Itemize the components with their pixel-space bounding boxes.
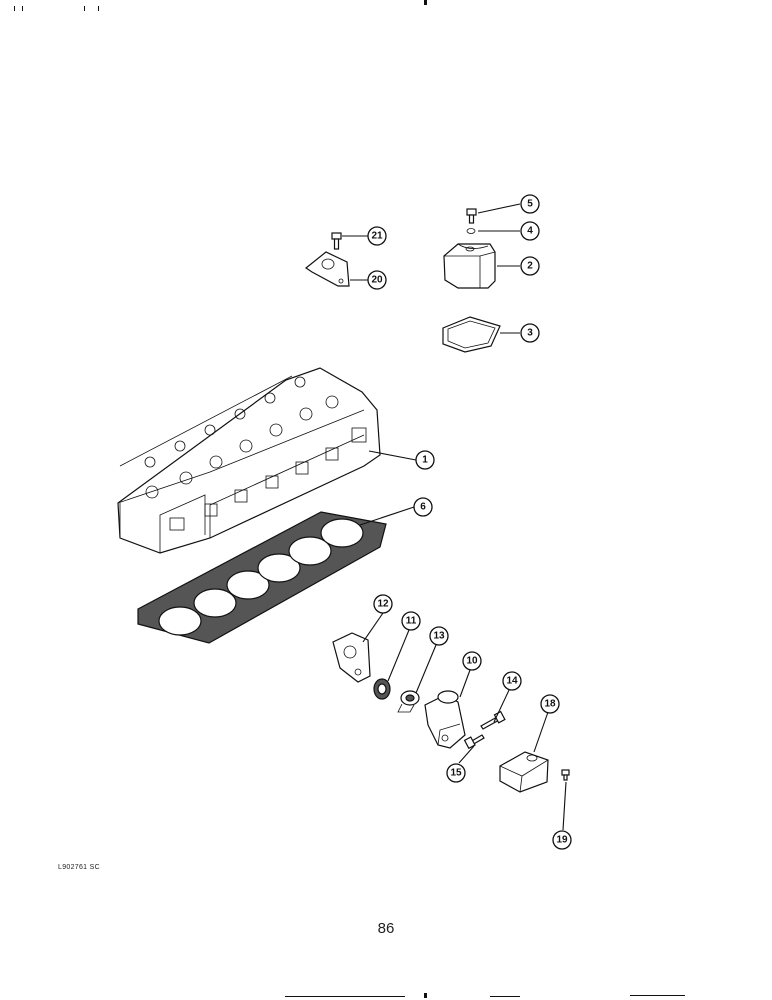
callout-2-label: 2 xyxy=(527,261,533,272)
callout-5: 5 xyxy=(520,194,540,214)
bracket-18-drawing xyxy=(499,751,549,793)
callout-6-label: 6 xyxy=(420,502,426,513)
thermostat-13-drawing xyxy=(397,690,420,713)
callout-14: 14 xyxy=(502,671,522,691)
bolt-21-drawing xyxy=(331,232,342,250)
callout-20: 20 xyxy=(367,270,387,290)
callout-15-label: 15 xyxy=(450,768,462,779)
cylinder-head-ports xyxy=(144,376,367,531)
callout-18-label: 18 xyxy=(544,699,556,710)
callout-5-label: 5 xyxy=(527,199,533,210)
callout-1: 1 xyxy=(415,450,435,470)
bracket-20-drawing xyxy=(304,251,350,287)
plate-12-drawing xyxy=(332,632,371,683)
callout-15: 15 xyxy=(446,763,466,783)
callout-3-label: 3 xyxy=(527,328,533,339)
callout-4: 4 xyxy=(520,221,540,241)
callout-1-label: 1 xyxy=(422,455,428,466)
bolt-5-drawing xyxy=(466,208,477,224)
bolt-14-drawing xyxy=(480,710,506,730)
callout-4-label: 4 xyxy=(527,226,533,237)
callout-10-label: 10 xyxy=(466,656,478,667)
callout-11: 11 xyxy=(401,611,421,631)
callout-13-label: 13 xyxy=(433,631,445,642)
callout-21: 21 xyxy=(367,226,387,246)
callout-18: 18 xyxy=(540,694,560,714)
callout-2: 2 xyxy=(520,256,540,276)
drawing-id: L902761 SC xyxy=(58,864,100,871)
callout-20-label: 20 xyxy=(371,275,383,286)
gasket-3-drawing xyxy=(442,316,501,353)
thermostat-housing-10-drawing xyxy=(424,690,466,749)
callout-19-label: 19 xyxy=(556,835,568,846)
leader-lines xyxy=(342,203,567,831)
callout-3: 3 xyxy=(520,323,540,343)
cylinder-head-1-drawing xyxy=(117,367,381,554)
callout-12: 12 xyxy=(373,594,393,614)
screw-19-drawing xyxy=(561,769,570,781)
callout-13: 13 xyxy=(429,626,449,646)
bolt-15-drawing xyxy=(463,734,485,750)
callout-11-label: 11 xyxy=(406,616,417,627)
page-number: 86 xyxy=(377,920,395,937)
callout-10: 10 xyxy=(462,651,482,671)
callout-14-label: 14 xyxy=(506,676,518,687)
callout-21-label: 21 xyxy=(371,231,383,242)
seal-11-drawing xyxy=(373,678,391,700)
housing-cover-2-drawing xyxy=(443,243,496,289)
scan-specks xyxy=(14,0,685,998)
callout-6: 6 xyxy=(413,497,433,517)
washer-4-drawing xyxy=(466,228,476,234)
head-gasket-6-drawing xyxy=(137,511,387,644)
callout-12-label: 12 xyxy=(377,599,389,610)
callout-19: 19 xyxy=(552,830,572,850)
